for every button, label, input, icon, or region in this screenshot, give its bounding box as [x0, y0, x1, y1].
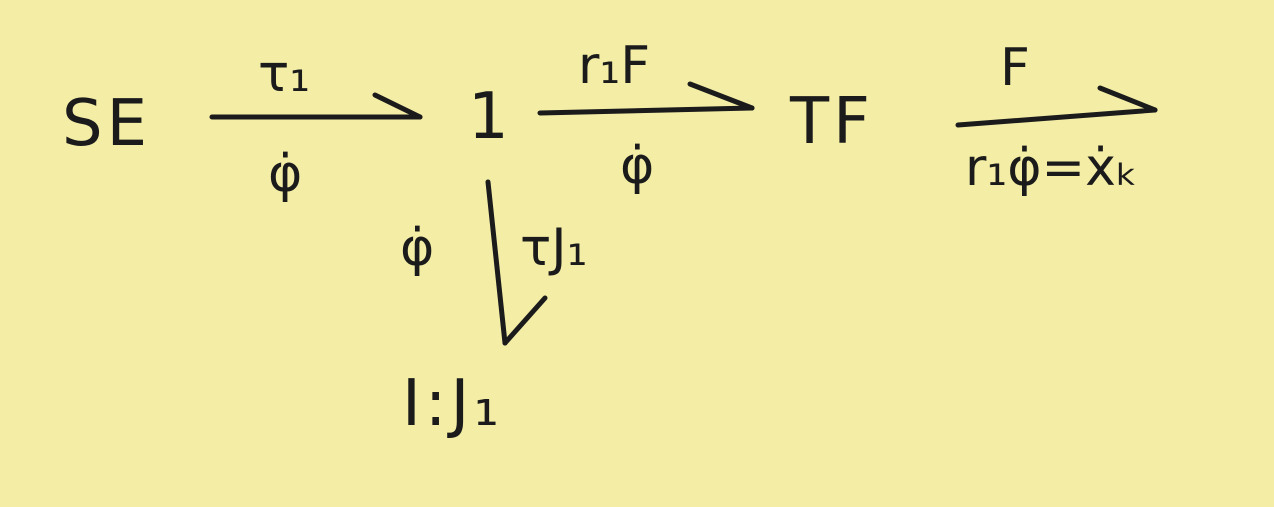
bond-tf-out — [955, 85, 1158, 128]
node-inertia: I:J₁ — [402, 367, 503, 441]
flow-label-phidot-1: φ̇ — [268, 144, 303, 204]
flow-label-xdot: r₁φ̇=ẋₖ — [965, 138, 1139, 198]
node-one-junction: 1 — [468, 80, 513, 154]
bond-junction-to-tf — [537, 81, 755, 116]
node-tf: TF — [790, 85, 874, 159]
flow-label-phidot-3: φ̇ — [400, 218, 435, 278]
bond-junction-to-inertia — [485, 179, 548, 346]
node-se: SE — [62, 87, 152, 161]
effort-label-tauj1: τJ₁ — [520, 218, 588, 278]
effort-label-tau1: τ₁ — [258, 44, 311, 104]
effort-label-r1f: r₁F — [578, 36, 651, 96]
bond-se-to-junction — [209, 92, 423, 120]
flow-label-phidot-2: φ̇ — [620, 136, 655, 196]
effort-label-f: F — [1000, 38, 1030, 98]
